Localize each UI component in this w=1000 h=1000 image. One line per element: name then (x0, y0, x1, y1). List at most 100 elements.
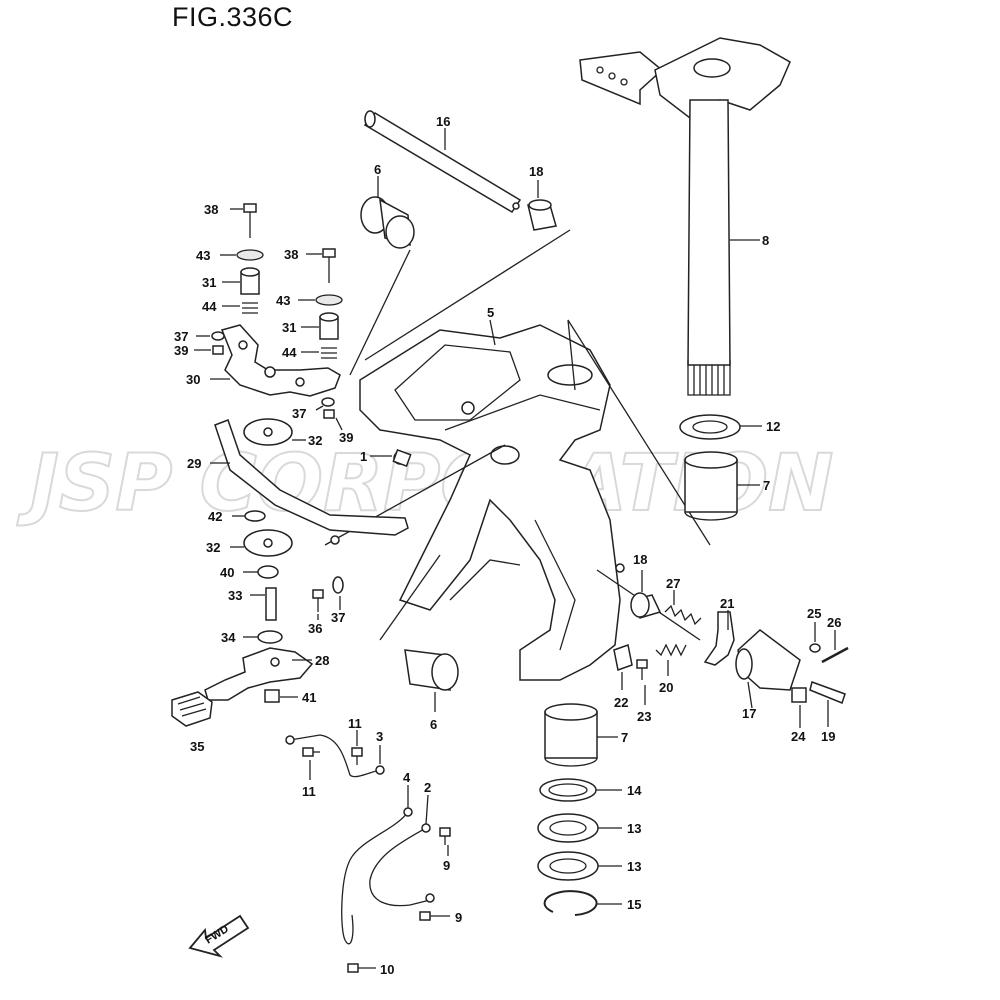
callout-7: 7 (621, 730, 628, 745)
part-wire-2[interactable] (369, 823, 435, 907)
callout-31: 31 (282, 320, 296, 335)
part-washer-13-b[interactable] (537, 851, 599, 881)
part-washer-37-a[interactable] (211, 331, 225, 341)
part-washer-43-b[interactable] (315, 294, 343, 306)
callout-6: 6 (430, 717, 437, 732)
part-rod-19[interactable] (809, 681, 846, 704)
callout-41: 41 (302, 690, 316, 705)
callout-18: 18 (633, 552, 647, 567)
part-nut-24[interactable] (791, 687, 807, 703)
callout-44: 44 (282, 345, 297, 360)
part-pad-35[interactable] (171, 691, 213, 727)
part-bushing-18-lower[interactable] (630, 592, 662, 619)
part-bushing-6-top[interactable] (360, 196, 415, 249)
part-arm-29[interactable] (214, 419, 409, 545)
callout-7: 7 (763, 478, 770, 493)
callout-6: 6 (374, 162, 381, 177)
part-nut-39-a[interactable] (212, 345, 224, 355)
callout-1: 1 (360, 449, 367, 464)
part-washer-25[interactable] (809, 643, 821, 653)
part-washer-43-a[interactable] (236, 249, 264, 261)
callout-10: 10 (380, 962, 394, 977)
callout-40: 40 (220, 565, 234, 580)
part-washer-13-a[interactable] (537, 813, 599, 843)
part-pin-26[interactable] (821, 646, 849, 664)
part-lever-30[interactable] (220, 324, 341, 397)
callout-12: 12 (766, 419, 780, 434)
part-lever-21[interactable] (703, 611, 735, 666)
part-bracket-28[interactable] (204, 647, 314, 701)
callout-32: 32 (308, 433, 322, 448)
callout-37: 37 (174, 329, 188, 344)
part-swivel-bracket[interactable] (359, 324, 625, 681)
part-washer-40[interactable] (257, 565, 279, 579)
callout-34: 34 (221, 630, 236, 645)
part-washer-14[interactable] (539, 778, 597, 802)
part-washer-37-b[interactable] (321, 397, 335, 407)
callout-5: 5 (487, 305, 494, 320)
part-screw-23[interactable] (636, 659, 648, 680)
callout-20: 20 (659, 680, 673, 695)
part-bolt-10[interactable] (347, 963, 376, 973)
part-plate-22[interactable] (613, 644, 633, 671)
part-spring-44-a[interactable] (242, 302, 258, 314)
part-washer-37-c[interactable] (332, 576, 344, 594)
part-bolt-11-a[interactable] (351, 747, 363, 765)
part-bolt-9-b[interactable] (419, 911, 450, 921)
part-bolt-9-a[interactable] (439, 827, 451, 845)
part-bushing-6-lower[interactable] (404, 649, 459, 691)
part-plate-32-b[interactable] (243, 529, 293, 557)
callout-29: 29 (187, 456, 201, 471)
part-bushing-7-upper[interactable] (684, 451, 738, 521)
part-bolt-11-b[interactable] (302, 747, 320, 757)
part-bolt-1[interactable] (392, 449, 412, 467)
callout-17: 17 (742, 706, 756, 721)
callout-9: 9 (455, 910, 462, 925)
part-collar-31-b[interactable] (319, 312, 339, 340)
callout-8: 8 (762, 233, 769, 248)
part-bolt-33[interactable] (265, 587, 277, 621)
part-spring-44-b[interactable] (321, 347, 337, 359)
callout-37: 37 (331, 610, 345, 625)
callout-23: 23 (637, 709, 651, 724)
callout-37: 37 (292, 406, 306, 421)
callout-36: 36 (308, 621, 322, 636)
part-washer-34[interactable] (257, 630, 283, 644)
part-nut-39-b[interactable] (323, 409, 335, 419)
part-plate-32-a[interactable] (243, 418, 293, 446)
part-handle-17[interactable] (735, 629, 801, 691)
callout-15: 15 (627, 897, 641, 912)
callout-labels: 16 6 18 8 38 43 31 44 37 39 30 38 43 31 … (174, 114, 841, 977)
part-bolt-38-a[interactable] (243, 203, 257, 238)
part-pin-16[interactable] (363, 110, 522, 214)
part-bushing-18-top[interactable] (527, 199, 557, 231)
figure-title: FIG.336C (172, 2, 294, 32)
callout-39: 39 (174, 343, 188, 358)
part-washer-42[interactable] (244, 510, 266, 522)
part-spring-20[interactable] (655, 643, 687, 657)
part-circlip-15[interactable] (543, 890, 598, 916)
part-bushing-7-lower[interactable] (544, 703, 598, 767)
part-bolt-38-b[interactable] (322, 248, 336, 283)
part-wire-4[interactable] (341, 807, 413, 945)
callout-33: 33 (228, 588, 242, 603)
part-steering-shaft[interactable] (579, 37, 791, 396)
part-nut-41[interactable] (264, 689, 280, 703)
callout-21: 21 (720, 596, 734, 611)
callout-31: 31 (202, 275, 216, 290)
part-spring-27[interactable] (664, 604, 702, 626)
part-wire-3[interactable] (285, 734, 385, 778)
fwd-arrow-icon: FWD (188, 914, 250, 958)
callout-13: 13 (627, 859, 641, 874)
callout-39: 39 (339, 430, 353, 445)
callout-19: 19 (821, 729, 835, 744)
callout-22: 22 (614, 695, 628, 710)
part-washer-12[interactable] (679, 414, 741, 440)
callout-4: 4 (403, 770, 411, 785)
part-collar-31-a[interactable] (240, 267, 260, 295)
part-screw-36[interactable] (312, 589, 324, 612)
callout-24: 24 (791, 729, 806, 744)
callout-14: 14 (627, 783, 642, 798)
callout-38: 38 (284, 247, 298, 262)
callout-43: 43 (196, 248, 210, 263)
